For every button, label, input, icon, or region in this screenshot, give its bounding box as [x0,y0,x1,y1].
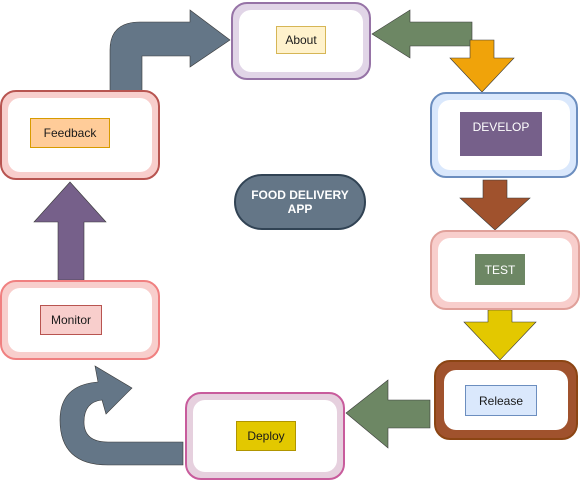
arrow-to-release [463,309,537,361]
center-line-2: APP [287,202,313,216]
arrow-deploy-to-monitor [59,365,184,466]
release-label: Release [465,385,537,416]
about-label: About [276,26,326,54]
monitor-label: Monitor [40,305,102,335]
arrow-monitor-to-feedback [33,181,107,281]
center-app-label: FOOD DELIVERY APP [234,174,366,230]
deploy-label: Deploy [236,421,296,451]
arrow-feedback-to-about [109,9,231,94]
arrow-into-about [371,9,473,59]
arrow-to-test [459,179,531,231]
test-label: TEST [475,254,525,285]
arrow-release-to-deploy [345,379,431,449]
feedback-label: Feedback [30,118,110,148]
center-line-1: FOOD DELIVERY [251,188,349,202]
develop-label: DEVELOP [460,112,542,156]
feedback-node [0,90,160,180]
test-node [430,230,580,310]
arrow-to-develop [449,39,515,93]
